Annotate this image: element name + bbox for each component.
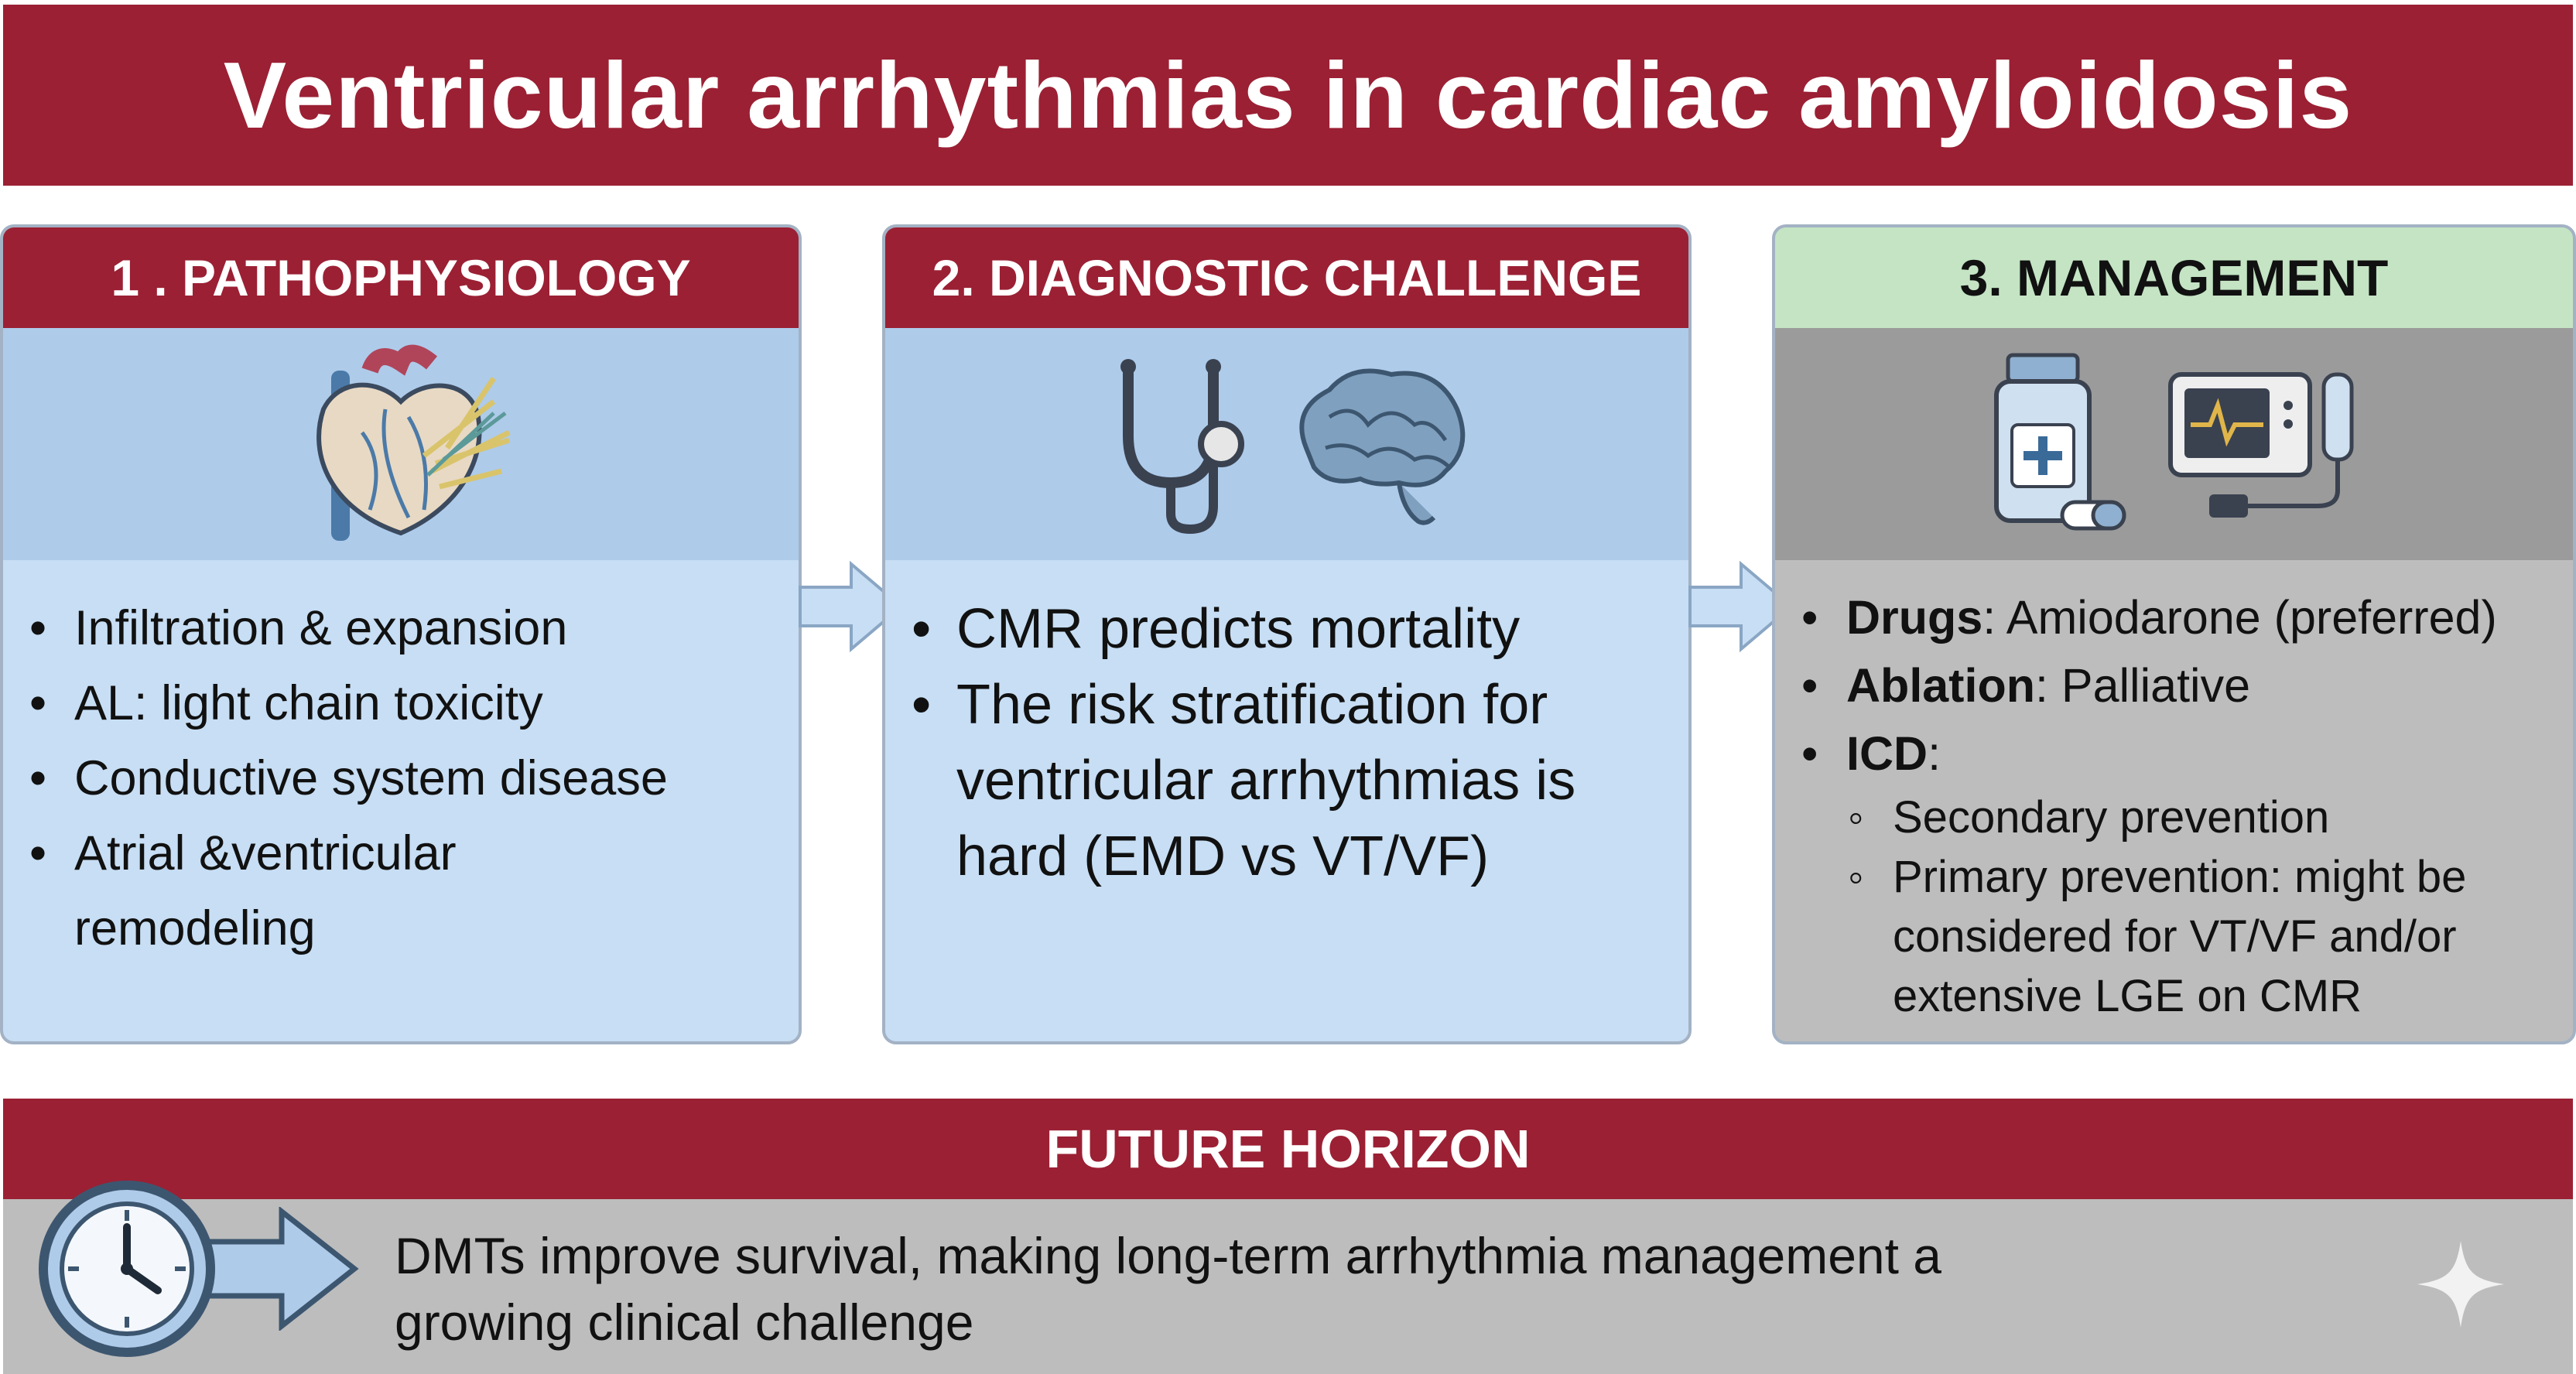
pathophysiology-panel: 1 . PATHOPHYSIOLOGY Infiltration & expan… <box>0 224 802 1044</box>
brain-icon <box>1299 368 1466 525</box>
heart-shape <box>316 382 482 536</box>
list-item: The risk stratification for ventricular … <box>908 667 1665 894</box>
panel-icons <box>885 328 1688 560</box>
list-item: Conductive system disease <box>26 741 775 816</box>
list-item: Atrial &ventricular remodeling <box>26 816 775 966</box>
bullet-list: Drugs: Amiodarone (preferred) Ablation: … <box>1798 583 2550 1026</box>
item-description: : Palliative <box>2034 659 2250 712</box>
panel-icons <box>3 328 799 560</box>
aorta-shape <box>361 344 438 376</box>
sub-list-item: Primary prevention: might be considered … <box>1846 847 2550 1026</box>
defibrillator-icon <box>2167 372 2353 518</box>
item-description: : Amiodarone (preferred) <box>1982 591 2497 644</box>
vein-shape <box>360 408 428 519</box>
future-horizon-banner: FUTURE HORIZON DMTs improve survival, ma… <box>3 1099 2573 1374</box>
diagnostic-challenge-panel: 2. DIAGNOSTIC CHALLENGE CMR predicts mor… <box>882 224 1692 1044</box>
list-item: Ablation: Palliative <box>1798 651 2550 719</box>
clock-icon <box>39 1181 215 1357</box>
panel-body: Infiltration & expansion AL: light chain… <box>3 560 799 966</box>
item-term: Drugs <box>1846 591 1983 644</box>
bullet-list: Infiltration & expansion AL: light chain… <box>26 591 775 966</box>
panel-body: CMR predicts mortality The risk stratifi… <box>885 560 1688 894</box>
heart-icon <box>316 344 511 541</box>
panel-icons <box>1775 328 2573 560</box>
panel-heading: 1 . PATHOPHYSIOLOGY <box>3 227 799 328</box>
page-title: Ventricular arrhythmias in cardiac amylo… <box>223 43 2353 148</box>
bullet-list: CMR predicts mortality The risk stratifi… <box>908 591 1665 894</box>
right-arrow-icon <box>799 560 905 653</box>
list-item: CMR predicts mortality <box>908 591 1665 667</box>
item-term: Ablation <box>1846 659 2035 712</box>
panel-heading: 3. MANAGEMENT <box>1775 227 2573 328</box>
stethoscope-icon <box>1120 359 1244 535</box>
amyloid-fibril-shape <box>422 377 511 490</box>
list-item: ICD: Secondary prevention Primary preven… <box>1798 719 2550 1026</box>
fibril-shape <box>426 412 507 477</box>
title-bar: Ventricular arrhythmias in cardiac amylo… <box>3 5 2573 186</box>
item-term: ICD <box>1846 727 1928 780</box>
panel-body: Drugs: Amiodarone (preferred) Ablation: … <box>1775 560 2573 1026</box>
list-item-line: Atrial &ventricular <box>74 826 457 880</box>
sub-bullet-list: Secondary prevention Primary prevention:… <box>1846 788 2550 1026</box>
future-heading: FUTURE HORIZON <box>3 1099 2573 1199</box>
management-panel: 3. MANAGEMENT Drugs: Amiodarone (preferr… <box>1772 224 2576 1044</box>
medicine-bottle-icon <box>1993 353 2126 531</box>
list-item: Infiltration & expansion <box>26 591 775 666</box>
panel-heading: 2. DIAGNOSTIC CHALLENGE <box>885 227 1688 328</box>
item-description: : <box>1928 727 1941 780</box>
list-item: AL: light chain toxicity <box>26 666 775 741</box>
sparkle-icon <box>2417 1241 2504 1328</box>
sub-list-item: Secondary prevention <box>1846 788 2550 847</box>
list-item-line: remodeling <box>74 901 316 955</box>
list-item: Drugs: Amiodarone (preferred) <box>1798 583 2550 651</box>
right-arrow-icon <box>1688 560 1794 653</box>
future-text: DMTs improve survival, making long-term … <box>395 1227 1942 1351</box>
